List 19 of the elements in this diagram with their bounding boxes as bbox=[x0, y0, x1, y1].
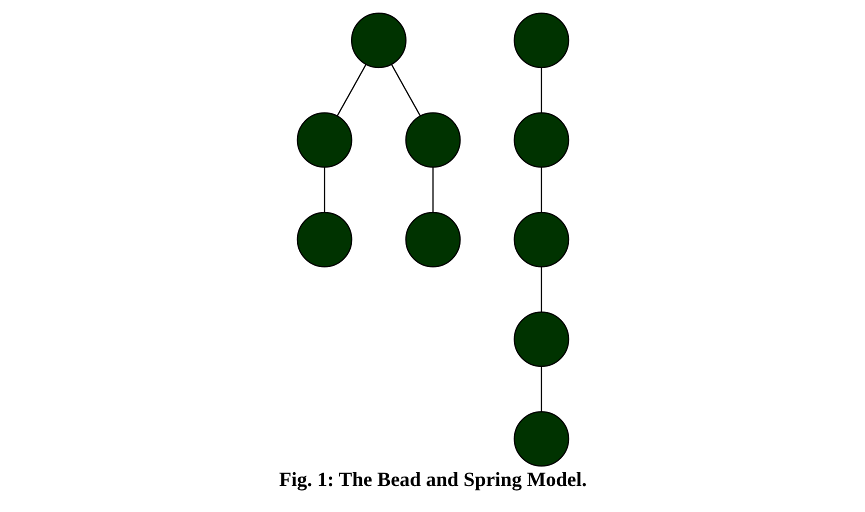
connector bbox=[540, 366, 542, 412]
connector bbox=[540, 266, 542, 312]
node-circle bbox=[513, 312, 569, 367]
connector bbox=[540, 167, 542, 212]
node-circle bbox=[513, 112, 569, 168]
node-circle bbox=[513, 411, 569, 467]
connector bbox=[432, 167, 434, 212]
caption: Fig. 1: The Bead and Spring Model. bbox=[278, 468, 586, 491]
connector bbox=[540, 68, 542, 113]
node-circle bbox=[404, 212, 460, 268]
node-circle bbox=[404, 112, 460, 168]
node-circle bbox=[296, 212, 352, 268]
connector bbox=[336, 64, 366, 116]
node-circle bbox=[296, 112, 352, 168]
node-circle bbox=[513, 12, 569, 68]
connector bbox=[390, 64, 420, 116]
connector bbox=[323, 167, 325, 212]
node-circle bbox=[350, 12, 406, 68]
node-circle bbox=[513, 212, 569, 268]
